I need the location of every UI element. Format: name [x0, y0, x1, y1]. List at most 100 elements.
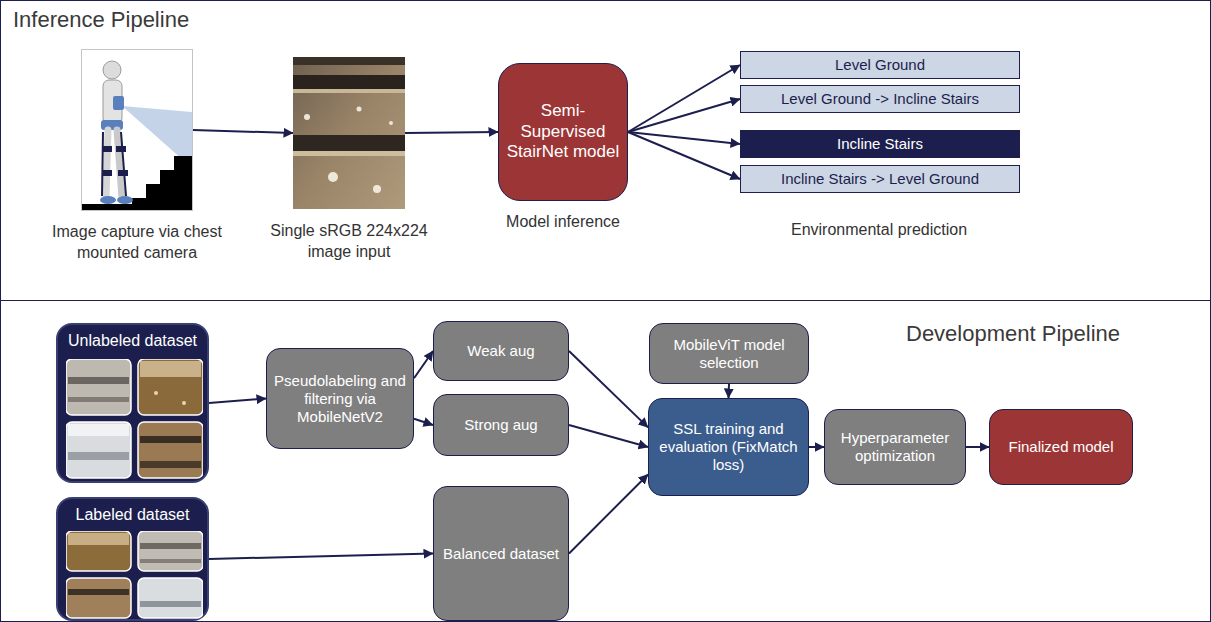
drawing-part: [68, 377, 129, 384]
box-label: Level Ground -> Incline Stairs: [741, 90, 1019, 108]
model-box: Finalized model: [989, 409, 1133, 485]
drawing-part: [66, 422, 131, 478]
drawing-part: [66, 578, 131, 618]
process-box: Balanced dataset: [433, 486, 569, 621]
box-label: Labeled dataset: [58, 505, 207, 524]
drawing-part: [82, 50, 192, 210]
stair-photo: [293, 57, 405, 209]
drawing-part: [121, 132, 126, 196]
drawing-part: [100, 196, 116, 204]
drawing-part: [102, 132, 103, 196]
drawing-part: [293, 57, 405, 209]
box-label: SSL training and evaluation (FixMatch lo…: [649, 420, 808, 474]
drawing-part: [68, 452, 129, 460]
drawing-part: [138, 578, 203, 618]
flow-arrow: [966, 446, 989, 448]
flow-arrow: [414, 419, 433, 425]
drawing-part: [182, 401, 186, 405]
drawing-part: [66, 578, 131, 618]
drawing-part: [118, 170, 128, 176]
box-label: Finalized model: [990, 438, 1132, 456]
drawing-part: [66, 531, 131, 571]
drawing-part: [66, 422, 131, 478]
flow-arrow: [414, 351, 433, 378]
drawing-part: [138, 578, 203, 618]
process-box: Hyperparameter optimization: [824, 409, 966, 485]
image-frame: Image capture via chest mounted camera: [81, 49, 193, 211]
drawing-part: [102, 146, 112, 152]
image-frame: Single sRGB 224x224 image input: [293, 57, 405, 209]
drawing-part: [138, 359, 203, 415]
box-label: Unlabeled dataset: [58, 331, 207, 350]
box-label: Semi-Supervised StairNet model: [499, 101, 627, 162]
drawing-part: [68, 589, 129, 595]
flow-arrow: [209, 399, 266, 404]
box-label: MobileViT model selection: [650, 336, 808, 372]
flow-arrow: [569, 474, 648, 553]
caption-text: Image capture via chest mounted camera: [32, 222, 242, 264]
drawing-part: [138, 531, 203, 571]
class-box: Incline Stairs: [740, 130, 1020, 158]
drawing-part: [116, 146, 126, 152]
dataset-box: Unlabeled dataset: [56, 323, 209, 483]
drawing-part: [66, 531, 131, 571]
pipeline-panel: Development Pipeline Unlabeled datasetP: [0, 300, 1211, 622]
drawing-part: [66, 359, 131, 415]
caption-text: Model inference: [473, 212, 653, 233]
flow-arrow: [569, 351, 648, 427]
person-illustration: [82, 50, 192, 210]
drawing-part: [66, 422, 131, 478]
drawing-part: [132, 156, 192, 210]
flow-arrow: [193, 130, 293, 133]
flow-arrow: [628, 132, 740, 179]
drawing-part: [106, 130, 108, 198]
flow-arrow: [628, 65, 740, 132]
drawing-part: [138, 422, 203, 478]
box-label: Balanced dataset: [434, 545, 568, 563]
drawing-part: [293, 75, 405, 89]
drawing-part: [66, 359, 131, 415]
drawing-part: [140, 601, 201, 607]
dataset-thumbnails: [66, 531, 203, 619]
drawing-part: [102, 170, 112, 176]
process-box: MobileViT model selection: [649, 323, 809, 384]
drawing-part: [138, 531, 203, 571]
flow-arrow: [809, 446, 824, 448]
drawing-part: [138, 359, 203, 415]
drawing-part: [293, 151, 405, 156]
class-box: Level Ground: [740, 51, 1020, 79]
label-holder: Environmental prediction: [759, 220, 999, 241]
flow-arrow: [209, 554, 433, 560]
drawing-part: [66, 531, 131, 571]
drawing-part: [373, 185, 381, 193]
box-label: Level Ground: [741, 56, 1019, 74]
drawing-part: [154, 391, 158, 395]
drawing-part: [82, 204, 192, 210]
flow-arrow: [628, 99, 740, 132]
drawing-part: [117, 196, 133, 204]
caption-text: Environmental prediction: [759, 220, 999, 241]
drawing-part: [140, 436, 201, 443]
drawing-part: [138, 422, 203, 478]
drawing-part: [138, 359, 203, 415]
box-label: Pseudolabeling and filtering via MobileN…: [267, 372, 413, 426]
drawing-part: [357, 107, 362, 112]
drawing-part: [293, 89, 405, 93]
drawing-part: [138, 578, 203, 618]
drawing-part: [293, 57, 405, 65]
drawing-part: [103, 61, 121, 79]
process-box: Pseudolabeling and filtering via MobileN…: [266, 348, 414, 449]
box-label: Incline Stairs: [741, 135, 1019, 153]
process-box: SSL training and evaluation (FixMatch lo…: [648, 398, 809, 496]
panel-title: Inference Pipeline: [13, 7, 189, 33]
process-box: Strong aug: [433, 394, 569, 456]
drawing-part: [66, 578, 131, 618]
model-box: Semi-Supervised StairNet modelModel infe…: [498, 63, 628, 201]
flow-arrow: [405, 132, 498, 133]
class-box: Incline Stairs -> Level Ground: [740, 165, 1020, 193]
panel-title: Development Pipeline: [906, 321, 1120, 347]
drawing-part: [140, 543, 201, 549]
process-box: Weak aug: [433, 321, 569, 381]
